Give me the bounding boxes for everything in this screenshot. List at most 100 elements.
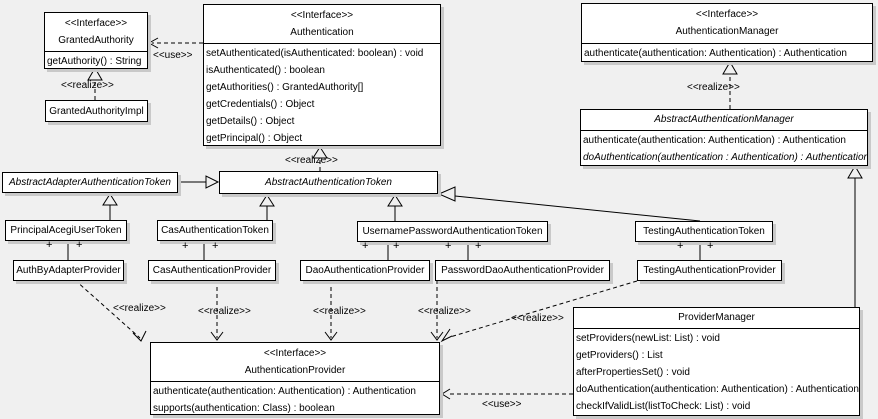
class-name: GrantedAuthorityImpl [49,105,144,117]
methods-compartment: setProviders(newList: List) : void getPr… [574,328,859,415]
method: getCredentials() : Object [206,99,315,110]
method: setAuthenticated(isAuthenticated: boolea… [206,48,424,59]
class-header: AbstractAuthenticationManager [581,110,867,130]
method: getPrincipal() : Object [206,133,303,144]
class-box-abstract-adapter-authentication-token: AbstractAdapterAuthenticationToken [2,172,178,193]
class-box-authentication-provider: <<Interface>> AuthenticationProvider aut… [150,342,440,415]
realize-edge-abstract-authentication-token [312,146,328,171]
class-box-cas-authentication-provider: CasAuthenticationProvider [148,260,276,281]
plus-role-label: + [393,240,400,252]
method: supports(authentication: Class) : boolea… [153,403,335,414]
realize-label: <<realize>> [313,306,366,317]
class-name: DaoAuthenticationProvider [305,265,425,276]
class-name: AbstractAdapterAuthenticationToken [9,177,171,188]
class-box-authentication-manager: <<Interface>> AuthenticationManager auth… [581,3,873,62]
class-box-provider-manager: ProviderManager setProviders(newList: Li… [573,307,860,416]
plus-role-label: + [677,240,684,252]
plus-role-label: + [707,240,714,252]
generalization-edge-cas-token [259,194,275,220]
method: setProviders(newList: List) : void [576,333,720,344]
class-name: UsernamePasswordAuthenticationToken [362,226,543,237]
method: getDetails() : Object [206,116,295,127]
generalization-edge-testing-token [437,186,701,222]
method: getAuthorities() : GrantedAuthority[] [206,82,364,93]
realize-label: <<realize>> [285,155,338,166]
method: getProviders() : List [576,350,663,361]
class-box-username-password-authentication-token: UsernamePasswordAuthenticationToken [357,221,548,242]
class-name: AuthenticationManager [675,26,779,37]
class-name: GrantedAuthority [58,35,134,46]
use-label: <<use>> [153,50,193,61]
generalization-edge-provider-manager [847,165,863,307]
use-label: <<use>> [482,399,522,410]
class-name: CasAuthenticationProvider [152,265,272,276]
method: isAuthenticated() : boolean [206,65,325,76]
plus-role-label: + [362,240,369,252]
class-name: PrincipalAcegiUserToken [10,225,122,236]
realize-edge-cas-authentication-provider [210,280,224,341]
use-edge-provider-manager-authentication-provider [441,388,573,400]
class-box-principal-acegi-user-token: PrincipalAcegiUserToken [5,220,127,241]
class-header: <<Interface>> Authentication [204,5,440,43]
realize-label: <<realize>> [687,82,740,93]
class-name: AuthenticationProvider [244,365,346,376]
generalization-edge-adapter-token [178,175,220,189]
methods-compartment: authenticate(authentication: Authenticat… [581,130,868,165]
method: getAuthority() : String [47,56,142,67]
association-edges-token-provider [67,240,701,260]
class-box-abstract-authentication-token: AbstractAuthenticationToken [219,171,438,194]
methods-compartment: authenticate(authentication: Authenticat… [151,381,439,414]
stereotype-label: <<Interface>> [290,10,354,21]
realize-label: <<realize>> [61,80,114,91]
class-name: AbstractAuthenticationToken [265,177,392,188]
class-header: <<Interface>> AuthenticationManager [582,4,872,43]
class-name: AuthByAdapterProvider [16,265,121,276]
class-box-cas-authentication-token: CasAuthenticationToken [157,220,273,241]
methods-compartment: getAuthority() : String [45,51,147,68]
method: doAuthentication(authentication : Authen… [583,152,868,163]
plus-role-label: + [46,239,53,251]
class-box-testing-authentication-provider: TestingAuthenticationProvider [637,260,782,281]
method: checkIfValidList(listToCheck: List) : vo… [576,401,751,412]
realize-label: <<realize>> [113,303,166,314]
method: doAuthentication(authentication: Authent… [576,384,859,395]
class-box-authentication: <<Interface>> Authentication setAuthenti… [203,4,441,146]
stereotype-label: <<Interface>> [64,18,128,29]
class-box-testing-authentication-token: TestingAuthenticationToken [635,221,773,242]
class-name: TestingAuthenticationProvider [643,265,776,276]
class-header: ProviderManager [574,308,859,328]
class-box-dao-authentication-provider: DaoAuthenticationProvider [300,260,430,281]
stereotype-label: <<Interface>> [263,348,327,359]
class-box-granted-authority-impl: GrantedAuthorityImpl [45,100,148,122]
realize-label: <<realize>> [418,306,471,317]
generalization-edge-principal-acegi-user-token [102,193,118,220]
class-name: TestingAuthenticationToken [643,226,765,237]
methods-compartment: setAuthenticated(isAuthenticated: boolea… [204,43,440,145]
plus-role-label: + [212,240,219,252]
class-name: PasswordDaoAuthenticationProvider [441,265,604,276]
class-box-abstract-authentication-manager: AbstractAuthenticationManager authentica… [580,109,868,166]
stereotype-label: <<Interface>> [695,9,759,20]
realize-edge-testing-authentication-provider [440,280,638,343]
realize-label: <<realize>> [511,313,564,324]
class-name: ProviderManager [678,312,755,323]
realize-label: <<realize>> [198,306,251,317]
realize-edge-dao-authentication-provider [324,280,338,341]
realize-edge-password-dao-authentication-provider [430,280,444,341]
realize-edge-abstract-authentication-manager [722,61,738,109]
method: afterPropertiesSet() : void [576,367,690,378]
plus-role-label: + [445,240,452,252]
plus-role-label: + [182,240,189,252]
class-name: CasAuthenticationToken [161,225,269,236]
class-box-auth-by-adapter-provider: AuthByAdapterProvider [13,260,124,281]
class-name: AbstractAuthenticationManager [654,114,794,125]
plus-role-label: + [76,239,83,251]
generalization-edge-username-password-token [387,194,403,221]
use-edge-authentication-granted-authority [147,37,203,49]
class-header: <<Interface>> AuthenticationProvider [151,343,439,381]
method: authenticate(authentication: Authenticat… [153,386,416,397]
class-box-granted-authority: <<Interface>> GrantedAuthority getAuthor… [44,12,148,69]
method: authenticate(authentication: Authenticat… [584,48,847,59]
